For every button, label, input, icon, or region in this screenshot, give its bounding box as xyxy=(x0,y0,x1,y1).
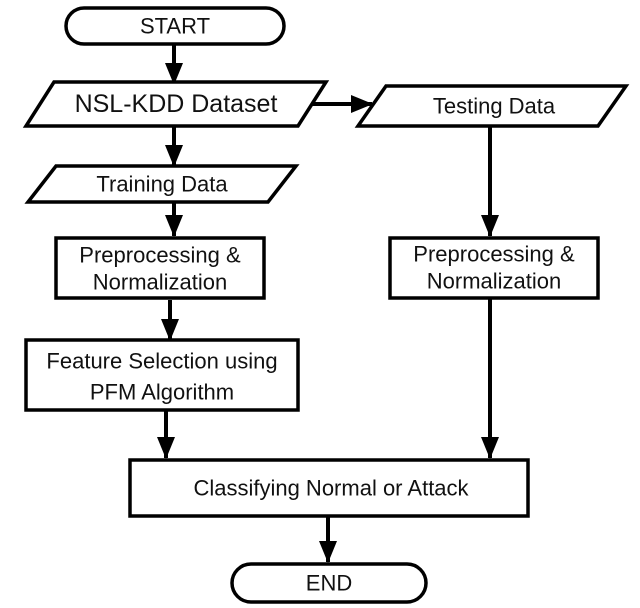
feature-selection-line1: Feature Selection using xyxy=(46,349,277,374)
dataset-node: NSL-KDD Dataset xyxy=(22,80,330,128)
classify-node: Classifying Normal or Attack xyxy=(128,458,530,518)
preprocessing-right-line2: Normalization xyxy=(427,269,562,294)
testing-data-label: Testing Data xyxy=(433,94,556,119)
end-node: END xyxy=(230,562,428,604)
classify-label: Classifying Normal or Attack xyxy=(193,476,469,501)
preprocessing-left-node: Preprocessing & Normalization xyxy=(54,236,266,300)
start-label: START xyxy=(140,14,210,39)
start-node: START xyxy=(64,6,286,46)
feature-selection-line2: PFM Algorithm xyxy=(90,380,234,405)
training-data-node: Training Data xyxy=(24,164,300,204)
preprocessing-right-node: Preprocessing & Normalization xyxy=(388,236,600,300)
connectors xyxy=(157,44,499,563)
preprocessing-right-line1: Preprocessing & xyxy=(413,242,575,267)
preprocessing-left-line1: Preprocessing & xyxy=(79,243,241,268)
testing-data-node: Testing Data xyxy=(354,84,630,128)
training-data-label: Training Data xyxy=(96,172,228,197)
end-label: END xyxy=(306,571,352,596)
preprocessing-left-line2: Normalization xyxy=(93,270,228,295)
dataset-label: NSL-KDD Dataset xyxy=(75,90,278,118)
feature-selection-node: Feature Selection using PFM Algorithm xyxy=(24,338,300,412)
